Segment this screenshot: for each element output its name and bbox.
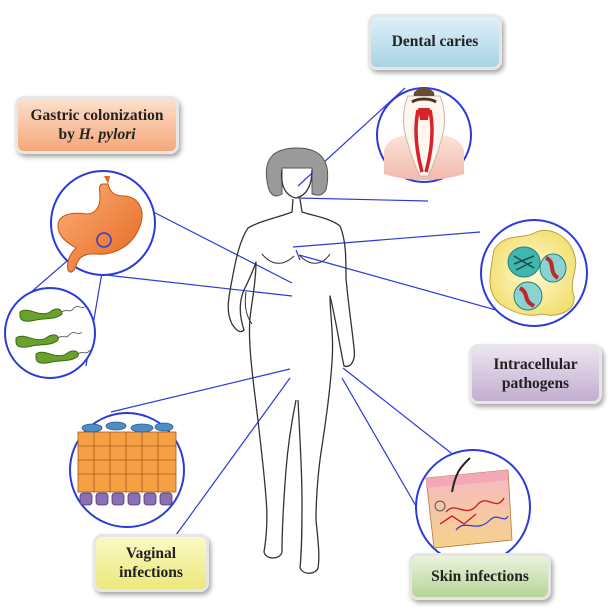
skin-infections-label: Skin infections (409, 553, 551, 600)
gastric-colonization-label: Gastric colonization by H. pylori (15, 96, 179, 154)
tooth-icon (377, 88, 471, 182)
vaginal-line1-text: Vaginal (126, 544, 176, 563)
connector-line (176, 378, 290, 535)
chest-detail (262, 254, 330, 263)
intracellular-line1-text: Intracellular (493, 355, 577, 374)
stomach-icon (51, 171, 155, 275)
skin-infections-text: Skin infections (431, 567, 529, 586)
skin-section-icon (416, 450, 530, 564)
hair (266, 148, 327, 196)
helicobacter-bacteria-icon (5, 288, 95, 378)
gastric-line2-prefix: by (58, 126, 78, 143)
dental-caries-label: Dental caries (368, 14, 502, 70)
intracellular-line2-text: pathogens (502, 374, 569, 393)
infected-cell-icon (481, 220, 587, 326)
connector-line (298, 198, 428, 201)
dental-caries-text: Dental caries (392, 32, 479, 51)
gastric-line2-species: H. pylori (79, 126, 136, 143)
vaginal-line2-text: infections (119, 563, 183, 582)
vaginal-infections-label: Vaginal infections (93, 534, 209, 592)
intracellular-pathogens-label: Intracellular pathogens (469, 344, 602, 404)
vaginal-epithelium-icon (70, 413, 184, 527)
connector-line (97, 274, 292, 296)
body-outline (228, 170, 354, 573)
gastric-line2: by H. pylori (58, 125, 135, 144)
female-silhouette-icon (228, 148, 354, 573)
gastric-line1-text: Gastric colonization (30, 106, 163, 125)
connector-line (111, 369, 290, 412)
connector-line (293, 232, 480, 247)
connector-line (343, 368, 465, 464)
